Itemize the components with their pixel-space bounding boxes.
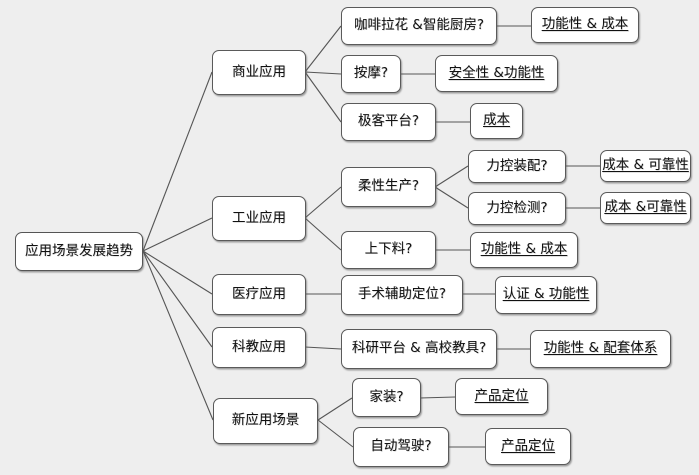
node-home-decoration-leaf-label: 产品定位 [474, 387, 529, 404]
node-surgery-positioning-leaf-label: 认证 & 功能性 [502, 286, 590, 303]
node-autonomous-driving[interactable]: 自动驾驶? [353, 427, 449, 467]
edge-newscene-autodrive [317, 419, 354, 448]
node-geek-platform-leaf-label: 成本 [483, 112, 510, 129]
edge-root-medical [142, 250, 213, 295]
edge-education-research [304, 346, 342, 350]
node-coffee-kitchen[interactable]: 咖啡拉花 &智能厨房? [341, 7, 497, 45]
edge-business-massage [304, 71, 342, 75]
node-home-decoration[interactable]: 家装? [352, 378, 421, 417]
node-geek-platform[interactable]: 极客平台? [341, 103, 436, 141]
node-loading-unloading[interactable]: 上下料? [341, 231, 436, 269]
node-coffee-kitchen-leaf-label: 功能性 & 成本 [541, 16, 629, 33]
node-massage-leaf[interactable]: 安全性 &功能性 [435, 55, 558, 92]
node-loading-unloading-leaf[interactable]: 功能性 & 成本 [470, 232, 578, 268]
node-coffee-kitchen-label: 咖啡拉花 &智能厨房? [354, 17, 484, 34]
node-force-assembly[interactable]: 力控装配? [468, 150, 566, 183]
node-business[interactable]: 商业应用 [212, 50, 306, 95]
node-coffee-kitchen-leaf[interactable]: 功能性 & 成本 [531, 7, 639, 43]
edge-flexible-assembly [434, 165, 469, 188]
node-medical[interactable]: 医疗应用 [212, 274, 306, 315]
node-new-scenarios-label: 新应用场景 [231, 412, 300, 429]
edge-root-industrial [142, 217, 213, 252]
node-autonomous-driving-leaf-label: 产品定位 [501, 437, 555, 454]
node-new-scenarios[interactable]: 新应用场景 [213, 398, 318, 444]
node-home-decoration-leaf[interactable]: 产品定位 [455, 378, 548, 415]
node-industrial-label: 工业应用 [232, 209, 286, 226]
node-force-inspection[interactable]: 力控检测? [468, 192, 566, 225]
node-geek-platform-leaf[interactable]: 成本 [470, 103, 523, 139]
edge-root-business [142, 71, 213, 252]
node-flexible-production[interactable]: 柔性生产? [341, 167, 436, 207]
node-home-decoration-label: 家装? [369, 388, 404, 405]
node-geek-platform-label: 极客平台? [357, 113, 420, 130]
node-research-platform[interactable]: 科研平台 & 高校教具? [341, 329, 497, 369]
node-research-platform-label: 科研平台 & 高校教具? [351, 340, 487, 357]
node-education-label: 科教应用 [232, 338, 286, 355]
node-massage-label: 按摩? [353, 65, 389, 82]
node-research-platform-leaf-label: 功能性 & 配套体系 [543, 340, 658, 357]
edge-industrial-loading [304, 217, 342, 251]
node-education[interactable]: 科教应用 [212, 327, 306, 368]
node-root[interactable]: 应用场景发展趋势 [15, 232, 143, 271]
node-force-assembly-leaf[interactable]: 成本 & 可靠性 [600, 150, 691, 182]
node-force-inspection-leaf[interactable]: 成本 &可靠性 [600, 192, 691, 224]
edge-homedeco-leaf [419, 396, 456, 399]
edge-business-geek [304, 71, 342, 123]
node-surgery-positioning-label: 手术辅助定位? [357, 286, 447, 303]
node-autonomous-driving-leaf[interactable]: 产品定位 [485, 428, 571, 465]
edge-root-newscene [142, 250, 214, 421]
edge-newscene-homedeco [317, 397, 353, 421]
node-industrial[interactable]: 工业应用 [212, 196, 306, 241]
edge-root-education [142, 250, 213, 348]
node-massage-leaf-label: 安全性 &功能性 [448, 64, 545, 81]
edge-flexible-inspection [434, 186, 469, 209]
edge-industrial-flexible [304, 186, 342, 219]
node-force-assembly-label: 力控装配? [486, 157, 548, 174]
node-loading-unloading-leaf-label: 功能性 & 成本 [480, 241, 568, 258]
node-surgery-positioning[interactable]: 手术辅助定位? [341, 275, 463, 315]
node-medical-label: 医疗应用 [232, 285, 286, 302]
edge-business-coffee [304, 25, 342, 73]
node-business-label: 商业应用 [232, 63, 286, 80]
node-force-inspection-label: 力控检测? [486, 199, 548, 216]
node-loading-unloading-label: 上下料? [364, 241, 413, 258]
node-flexible-production-label: 柔性生产? [357, 178, 420, 195]
node-force-inspection-leaf-label: 成本 &可靠性 [604, 199, 687, 216]
node-root-label: 应用场景发展趋势 [25, 242, 133, 259]
node-autonomous-driving-label: 自动驾驶? [370, 438, 432, 455]
node-research-platform-leaf[interactable]: 功能性 & 配套体系 [530, 330, 671, 368]
node-surgery-positioning-leaf[interactable]: 认证 & 功能性 [495, 276, 597, 314]
node-massage[interactable]: 按摩? [341, 55, 401, 93]
node-force-assembly-leaf-label: 成本 & 可靠性 [602, 157, 689, 174]
